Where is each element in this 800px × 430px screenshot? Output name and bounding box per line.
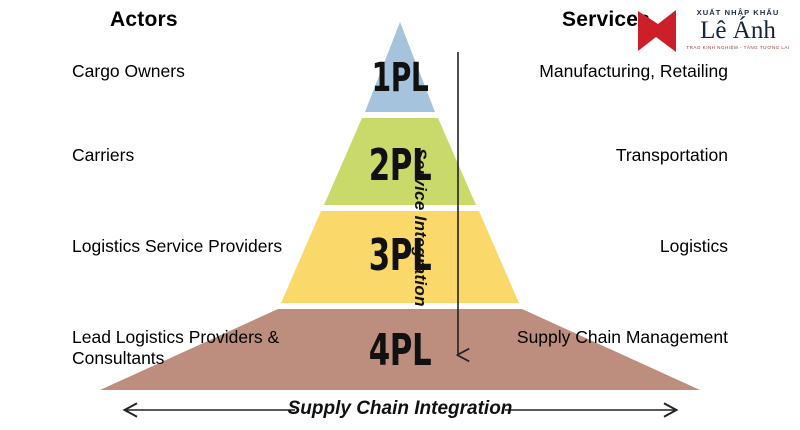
supply-chain-integration-label: Supply Chain Integration [287, 398, 513, 419]
brand-logo[interactable]: XUẤT NHẬP KHẨU Lê Ánh TRAO KINH NGHIỆM -… [634, 4, 794, 62]
actor-label-1pl: Cargo Owners [72, 61, 185, 81]
actor-label-4pl: Lead Logistics Providers & Consultants [72, 327, 280, 369]
tier-label-1pl: 1PL [371, 55, 429, 101]
pyramid-tier-1pl [365, 22, 435, 112]
service-integration-label: Service Integration [411, 148, 430, 307]
service-label-2pl: Transportation [615, 145, 728, 165]
logo-brand-name: Lê Ánh [700, 16, 776, 44]
le-anh-mark-icon [638, 10, 676, 52]
service-label-4pl: Supply Chain Management [516, 327, 728, 347]
supply-chain-integration-arrow [0, 396, 800, 430]
pyramid-tier-4pl [100, 309, 700, 390]
column-heading-services: Services [562, 8, 651, 31]
column-heading-actors: Actors [110, 8, 178, 31]
logo-top-line: XUẤT NHẬP KHẨU [696, 8, 780, 17]
logo-tagline: TRAO KINH NGHIỆM - TĂNG TƯƠNG LAI [686, 44, 790, 50]
tier-label-4pl: 4PL [368, 325, 432, 376]
pyramid-tier-2pl [324, 118, 476, 205]
service-label-1pl: Manufacturing, Retailing [539, 61, 728, 81]
actor-label-3pl: Logistics Service Providers [72, 236, 283, 256]
pyramid-tier-3pl [281, 211, 519, 303]
tier-label-3pl: 3PL [368, 230, 432, 281]
logo-wordmark: XUẤT NHẬP KHẨU Lê Ánh TRAO KINH NGHIỆM -… [682, 4, 794, 50]
tier-label-2pl: 2PL [368, 140, 432, 191]
actor-label-2pl: Carriers [72, 145, 135, 165]
service-label-3pl: Logistics [659, 236, 728, 256]
